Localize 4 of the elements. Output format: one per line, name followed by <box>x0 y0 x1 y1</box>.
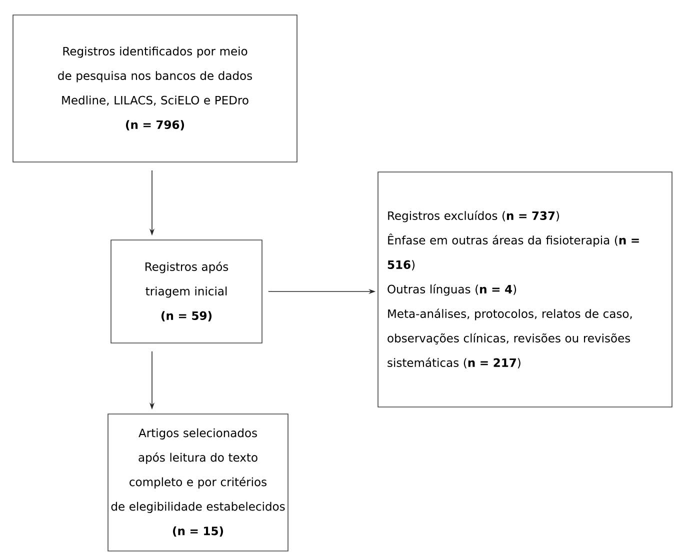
process-box: Registros identificados por meio de pesquisa nos bancos de dados Medline, LILACS, SciELO e PEDro (n = 796) <box>12 14 298 162</box>
process-box: Registros após triagem inicial (n = 59) <box>110 240 262 344</box>
process-box: Registros excluídos (n = 737) Ênfase em outras áreas da fisioterapia (n = 516) Outras línguas (n = 4) Meta-análises, protocolos, relatos de caso, observações clínicas, revisões ou revisões sistemáticas (n = 217) <box>378 172 672 408</box>
process-box: Artigos selecionados após leitura do texto completo e por critérios de elegibilidade estabelecidos (n = 15) <box>108 414 288 552</box>
